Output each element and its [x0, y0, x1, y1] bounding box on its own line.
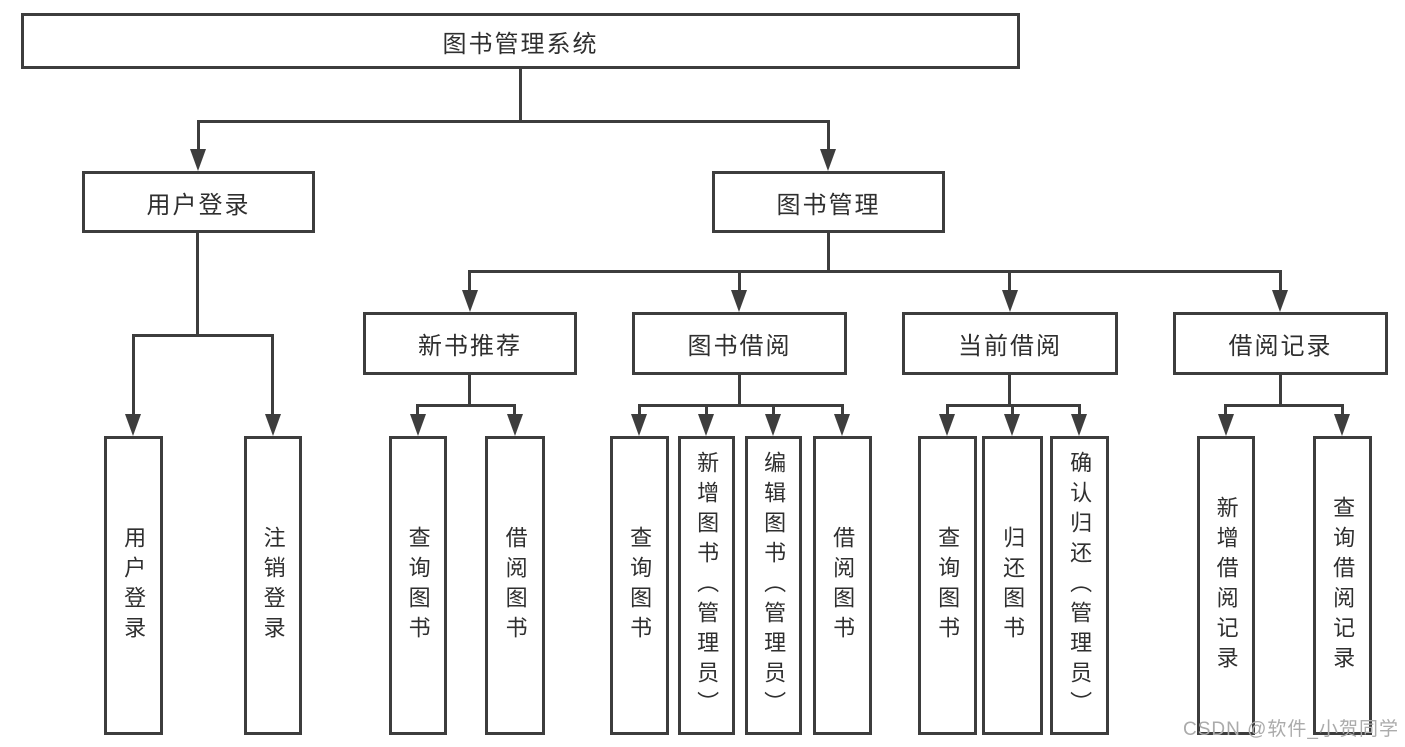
leaf-current-return-books-label: 归还图书: [1000, 525, 1026, 646]
node-root-label: 图书管理系统: [442, 30, 599, 58]
connector-root-to-book-mgmt: [827, 120, 830, 150]
node-book-mgmt: 图书管理: [712, 171, 945, 233]
leaf-records-add-record-label: 新增借阅记录: [1213, 495, 1239, 676]
connector-borrow-records-stem: [1279, 375, 1282, 406]
arrowhead-book-mgmt-icon: [820, 149, 836, 171]
connector-to-leaf-nr-borrow: [513, 404, 516, 416]
leaf-user-login-label: 用户登录: [121, 525, 147, 646]
connector-book-mgmt-stem: [827, 233, 830, 272]
connector-new-book-rec-stem: [468, 375, 471, 406]
leaf-current-query-books: 查询图书: [918, 436, 977, 735]
arrowhead-leaf-user-login-icon: [125, 414, 141, 436]
leaf-newrec-query-books-label: 查询图书: [405, 525, 431, 646]
leaf-current-confirm-return-label: 确认归还（管理员）: [1067, 450, 1093, 721]
leaf-logout-label: 注销登录: [260, 525, 286, 646]
arrowhead-leaf-rec-query-icon: [1334, 414, 1350, 436]
connector-user-login-stem: [196, 233, 199, 336]
node-new-book-rec: 新书推荐: [363, 312, 577, 375]
connector-to-current-borrowing: [1008, 270, 1011, 292]
arrowhead-leaf-cur-return-icon: [1004, 414, 1020, 436]
arrowhead-book-borrowing-icon: [731, 290, 747, 312]
arrowhead-leaf-cur-confirm-icon: [1071, 414, 1087, 436]
arrowhead-user-login-icon: [190, 149, 206, 171]
arrowhead-leaf-rec-add-icon: [1218, 414, 1234, 436]
leaf-newrec-borrow-books-label: 借阅图书: [502, 525, 528, 646]
arrowhead-leaf-nr-borrow-icon: [507, 414, 523, 436]
connector-to-leaf-logout: [271, 334, 274, 416]
leaf-borrow-add-books-label: 新增图书（管理员）: [694, 450, 720, 721]
leaf-borrow-borrow-books: 借阅图书: [813, 436, 872, 735]
leaf-borrow-edit-books-label: 编辑图书（管理员）: [761, 450, 787, 721]
node-book-mgmt-label: 图书管理: [776, 191, 881, 219]
arrowhead-leaf-logout-icon: [265, 414, 281, 436]
leaf-newrec-query-books: 查询图书: [389, 436, 447, 735]
node-user-login-label: 用户登录: [146, 191, 251, 219]
connector-book-mgmt-crossbar: [468, 270, 1282, 273]
connector-to-leaf-bw-query: [638, 404, 641, 416]
leaf-current-confirm-return: 确认归还（管理员）: [1050, 436, 1109, 735]
leaf-records-query-record: 查询借阅记录: [1313, 436, 1372, 735]
arrowhead-leaf-bw-edit-icon: [765, 414, 781, 436]
arrowhead-borrow-records-icon: [1272, 290, 1288, 312]
arrowhead-new-book-rec-icon: [462, 290, 478, 312]
connector-to-leaf-rec-query: [1341, 404, 1344, 416]
leaf-borrow-query-books-label: 查询图书: [627, 525, 653, 646]
node-new-book-rec-label: 新书推荐: [418, 333, 522, 360]
node-current-borrowing-label: 当前借阅: [958, 333, 1062, 360]
node-borrow-records: 借阅记录: [1173, 312, 1388, 375]
csdn-watermark: CSDN @软件_小贺同学: [1183, 719, 1399, 740]
leaf-records-query-record-label: 查询借阅记录: [1330, 495, 1356, 676]
connector-to-leaf-cur-query: [946, 404, 949, 416]
connector-root-crossbar: [197, 120, 830, 123]
leaf-records-add-record: 新增借阅记录: [1197, 436, 1255, 735]
leaf-logout: 注销登录: [244, 436, 302, 735]
arrowhead-leaf-cur-query-icon: [939, 414, 955, 436]
leaf-borrow-edit-books: 编辑图书（管理员）: [745, 436, 802, 735]
connector-user-login-crossbar: [132, 334, 274, 337]
leaf-current-return-books: 归还图书: [982, 436, 1043, 735]
leaf-newrec-borrow-books: 借阅图书: [485, 436, 545, 735]
arrowhead-current-borrowing-icon: [1002, 290, 1018, 312]
connector-to-book-borrowing: [738, 270, 741, 292]
leaf-user-login: 用户登录: [104, 436, 163, 735]
connector-to-leaf-rec-add: [1224, 404, 1227, 416]
connector-to-leaf-bw-edit: [772, 404, 775, 416]
connector-root-stem: [519, 69, 522, 121]
connector-to-leaf-nr-query: [416, 404, 419, 416]
node-root: 图书管理系统: [21, 13, 1020, 69]
node-book-borrowing-label: 图书借阅: [687, 333, 792, 360]
node-book-borrowing: 图书借阅: [632, 312, 847, 375]
connector-book-borrowing-crossbar: [638, 404, 844, 407]
leaf-borrow-borrow-books-label: 借阅图书: [830, 525, 856, 646]
connector-to-leaf-cur-return: [1011, 404, 1014, 416]
connector-to-leaf-user-login: [132, 334, 135, 416]
connector-to-leaf-bw-borrow: [841, 404, 844, 416]
connector-new-book-rec-crossbar: [416, 404, 516, 407]
connector-root-to-user-login: [197, 120, 200, 150]
connector-to-leaf-cur-confirm: [1078, 404, 1081, 416]
connector-to-leaf-bw-add: [705, 404, 708, 416]
leaf-borrow-query-books: 查询图书: [610, 436, 669, 735]
node-user-login: 用户登录: [82, 171, 315, 233]
connector-current-borrowing-stem: [1008, 375, 1011, 406]
connector-borrow-records-crossbar: [1224, 404, 1344, 407]
leaf-current-query-books-label: 查询图书: [935, 525, 961, 646]
arrowhead-leaf-bw-borrow-icon: [834, 414, 850, 436]
connector-to-borrow-records: [1279, 270, 1282, 292]
connector-book-borrowing-stem: [738, 375, 741, 406]
node-current-borrowing: 当前借阅: [902, 312, 1118, 375]
arrowhead-leaf-nr-query-icon: [410, 414, 426, 436]
arrowhead-leaf-bw-query-icon: [631, 414, 647, 436]
arrowhead-leaf-bw-add-icon: [698, 414, 714, 436]
connector-to-new-book-rec: [468, 270, 471, 292]
leaf-borrow-add-books: 新增图书（管理员）: [678, 436, 735, 735]
node-borrow-records-label: 借阅记录: [1228, 333, 1333, 360]
